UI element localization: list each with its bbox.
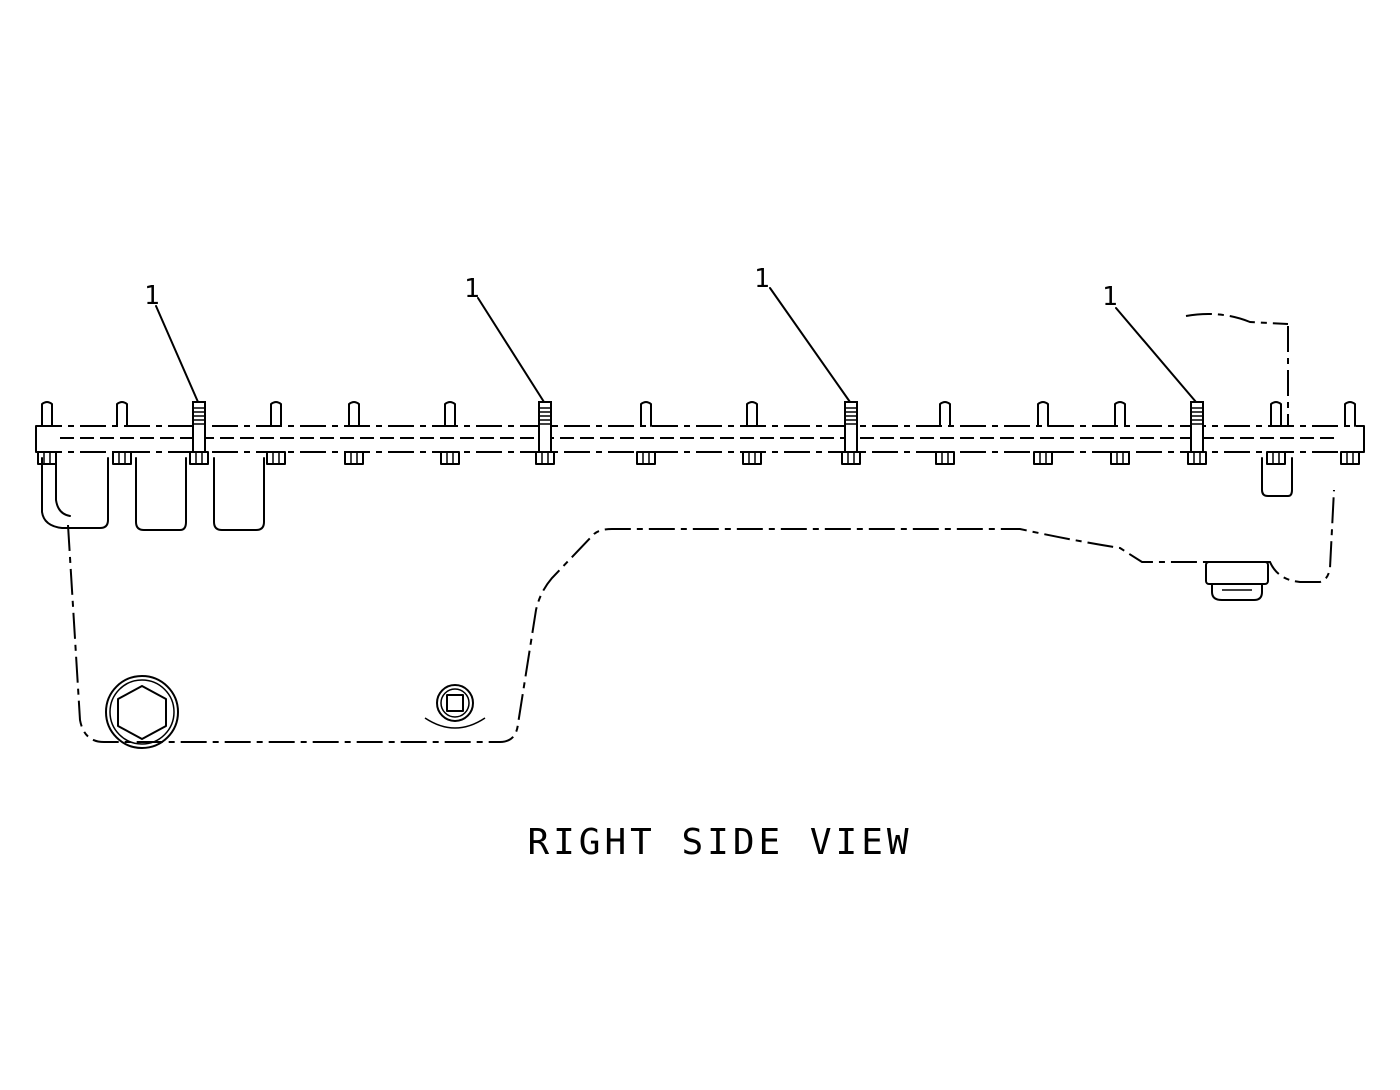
long-stud-item-1 [1190, 401, 1204, 453]
flange-bolt [1340, 451, 1360, 465]
stud [270, 401, 282, 427]
callout-label-4: 1 [1102, 282, 1118, 312]
flange-bolt [112, 451, 132, 465]
flange-bolt [935, 451, 955, 465]
flange-bolt [841, 451, 861, 465]
stud [1114, 401, 1126, 427]
flange-bolt [1266, 451, 1286, 465]
flange-bolt [742, 451, 762, 465]
flange-bolt [636, 451, 656, 465]
square-plug [424, 684, 486, 729]
leader-line-2 [477, 297, 545, 403]
bolt-group [37, 451, 1360, 465]
flange-bolt [535, 451, 555, 465]
flange-bolt [1187, 451, 1207, 465]
stud [116, 401, 128, 427]
oil-pan-body [41, 313, 1335, 743]
long-stud-item-1 [192, 401, 206, 453]
stud [640, 401, 652, 427]
stud [746, 401, 758, 427]
callout-label-2: 1 [464, 274, 480, 304]
leader-line-4 [1115, 307, 1197, 403]
stud [348, 401, 360, 427]
view-title: RIGHT SIDE VIEW [527, 822, 912, 863]
flange-bolt [1033, 451, 1053, 465]
oil-level-boss [1205, 561, 1269, 601]
leader-line-3 [769, 287, 851, 403]
long-stud-group [192, 401, 1204, 453]
flange-bolt [1110, 451, 1130, 465]
drain-plug-hex [105, 675, 179, 749]
callout-label-3: 1 [754, 264, 770, 294]
flange-bolt [37, 451, 57, 465]
long-stud-item-1 [538, 401, 552, 453]
flange-bolt [189, 451, 209, 465]
stud-group [41, 401, 1356, 427]
stud [1344, 401, 1356, 427]
stud [41, 401, 53, 427]
leader-lines [155, 287, 1197, 403]
stud [1270, 401, 1282, 427]
leader-line-1 [155, 305, 199, 403]
flange-bolt [344, 451, 364, 465]
flange-bolt [266, 451, 286, 465]
stud [939, 401, 951, 427]
flange-bolt [440, 451, 460, 465]
long-stud-item-1 [844, 401, 858, 453]
stud [444, 401, 456, 427]
flange-rail [35, 425, 1365, 453]
stud [1037, 401, 1049, 427]
callout-label-1: 1 [144, 281, 160, 311]
